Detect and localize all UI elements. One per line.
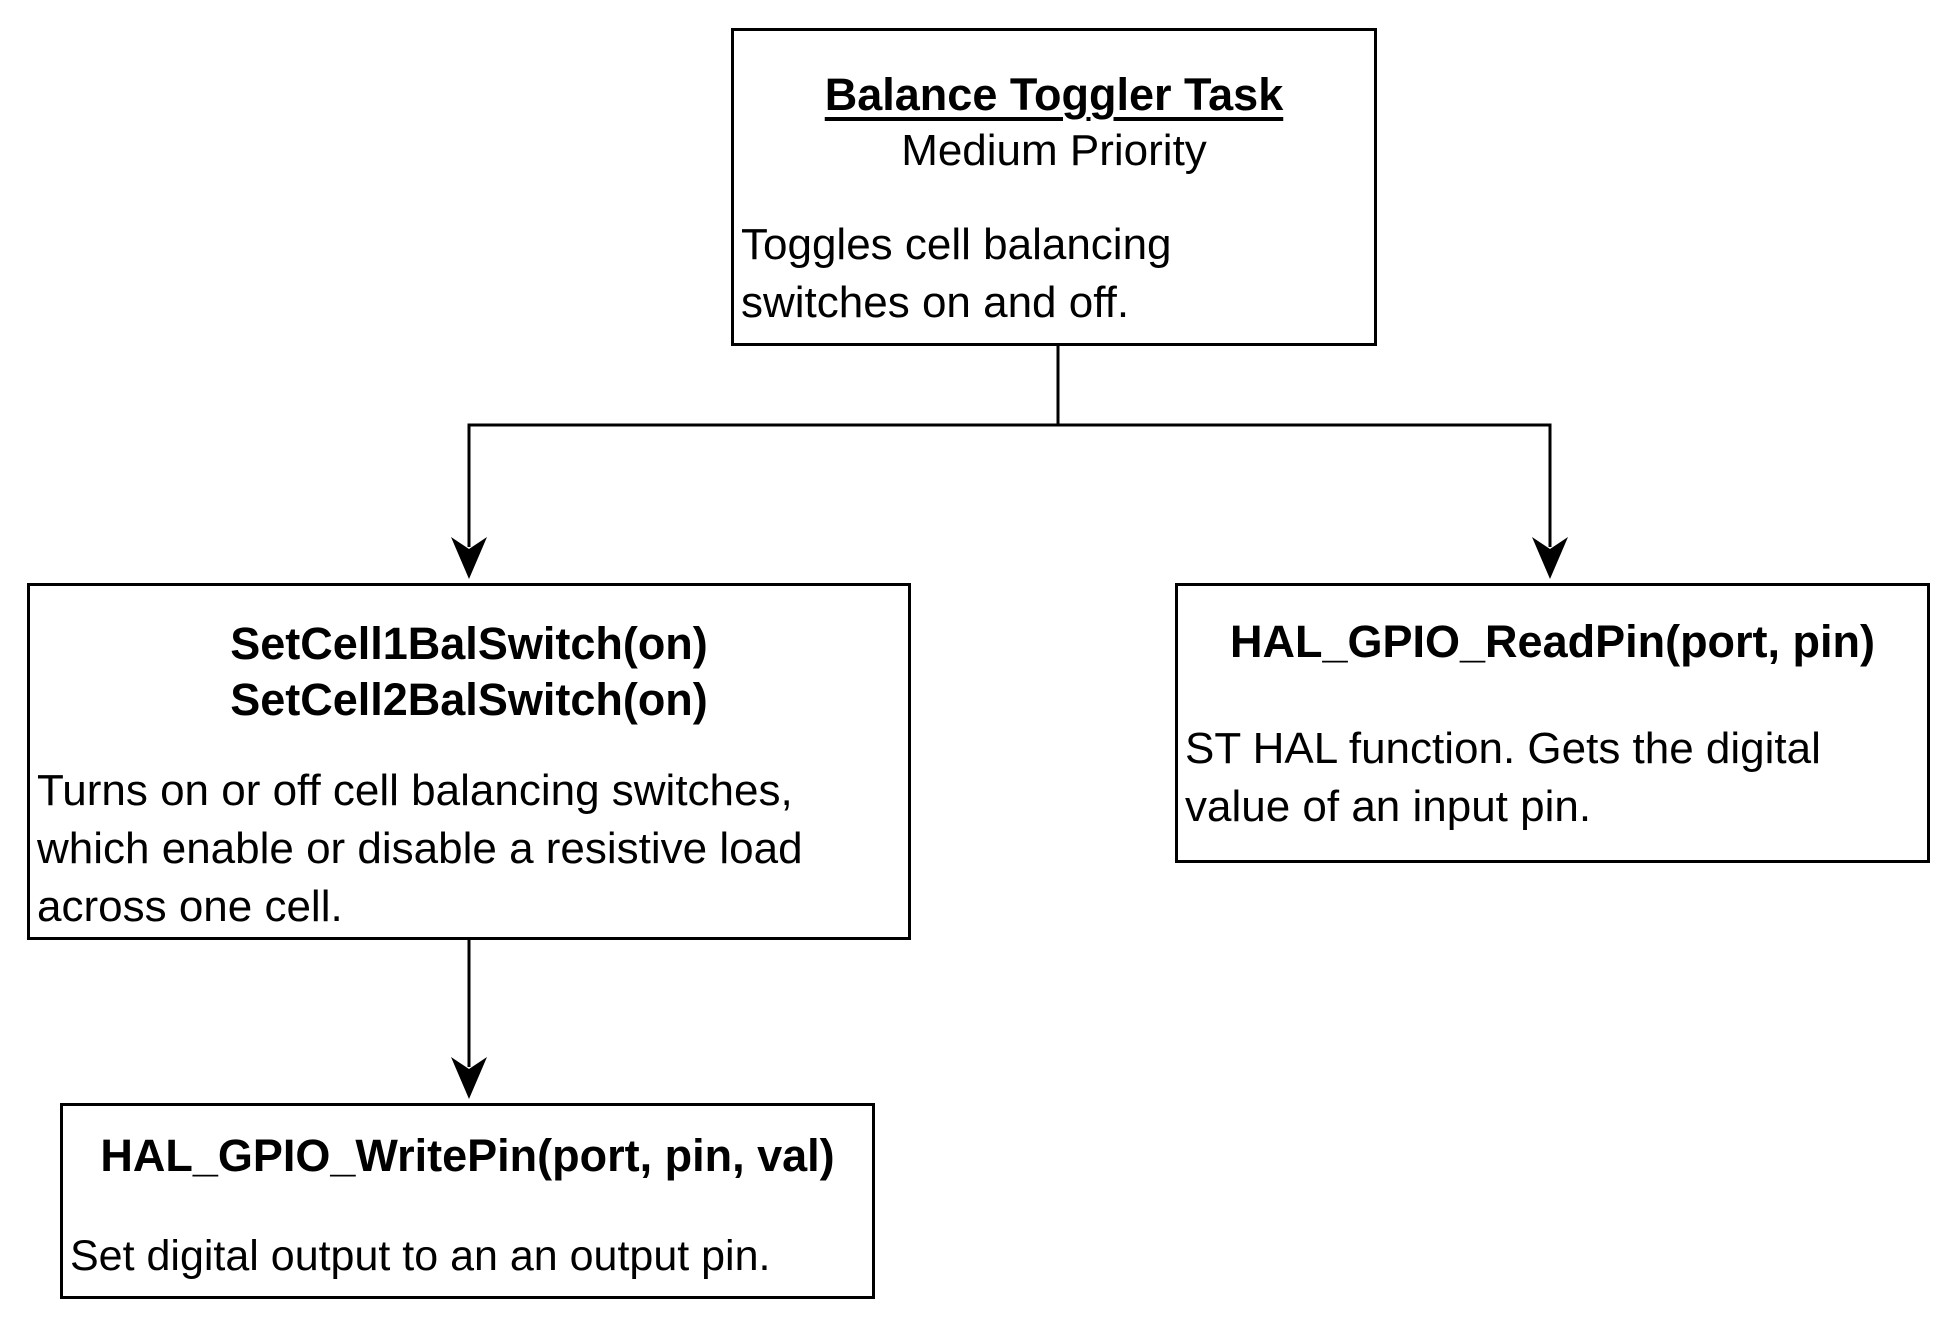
node-description: Toggles cell balancing switches on and o… xyxy=(734,216,1374,332)
node-description: Turns on or off cell balancing switches,… xyxy=(30,762,908,936)
description-line: Set digital output to an an output pin. xyxy=(70,1232,771,1280)
description-line: value of an input pin. xyxy=(1185,782,1592,831)
description-line: Toggles cell balancing xyxy=(741,220,1172,269)
description-line: which enable or disable a resistive load xyxy=(37,824,803,873)
node-hal-gpio-readpin: HAL_GPIO_ReadPin(port, pin) ST HAL funct… xyxy=(1175,583,1930,863)
node-title: HAL_GPIO_WritePin(port, pin, val) xyxy=(100,1130,835,1181)
arrowhead-writepin xyxy=(451,1057,487,1099)
description-line: switches on and off. xyxy=(741,278,1130,327)
description-line: across one cell. xyxy=(37,882,343,931)
node-title-line: SetCell2BalSwitch(on) xyxy=(230,674,708,725)
node-title: Balance Toggler Task xyxy=(824,69,1284,120)
description-line: ST HAL function. Gets the digital xyxy=(1185,724,1821,773)
description-line: Turns on or off cell balancing switches, xyxy=(37,766,793,815)
node-title-line: SetCell1BalSwitch(on) xyxy=(230,618,708,669)
node-hal-gpio-writepin: HAL_GPIO_WritePin(port, pin, val) Set di… xyxy=(60,1103,875,1299)
node-balance-toggler-task: Balance Toggler Task Medium Priority Tog… xyxy=(731,28,1377,346)
node-priority-label: Medium Priority xyxy=(901,126,1207,175)
node-description: ST HAL function. Gets the digital value … xyxy=(1178,720,1927,836)
arrowhead-right-branch xyxy=(1532,537,1568,579)
arrowhead-left-branch xyxy=(451,537,487,579)
node-set-cell-bal-switch: SetCell1BalSwitch(on) SetCell2BalSwitch(… xyxy=(27,583,911,940)
node-description: Set digital output to an an output pin. xyxy=(63,1228,872,1284)
node-title: HAL_GPIO_ReadPin(port, pin) xyxy=(1229,616,1876,667)
